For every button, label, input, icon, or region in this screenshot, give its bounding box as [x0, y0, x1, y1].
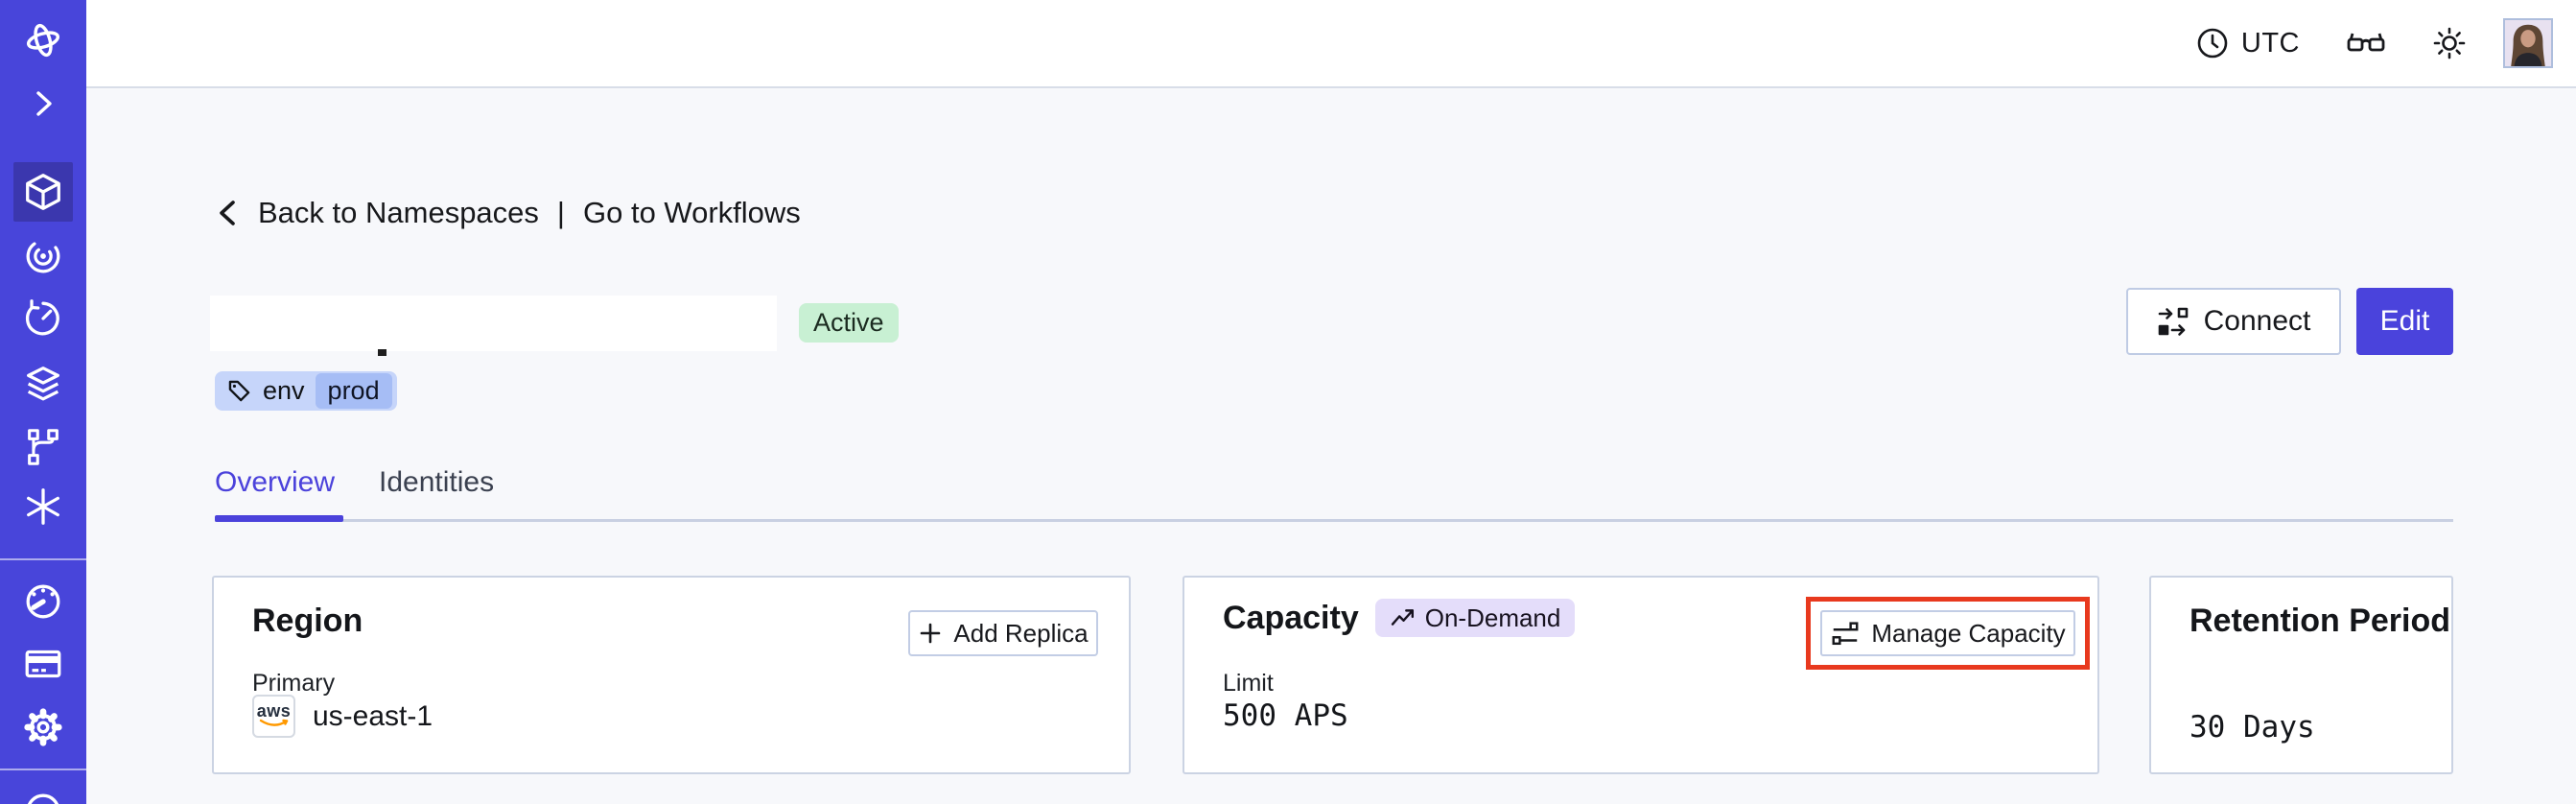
sliders-icon	[1830, 619, 1861, 648]
retention-card: Retention Period 30 Days	[2149, 576, 2453, 774]
retention-card-title: Retention Period	[2190, 603, 2451, 639]
red-highlight-annotation: Manage Capacity	[1806, 597, 2090, 670]
region-value: us-east-1	[313, 699, 433, 732]
user-avatar[interactable]	[2503, 18, 2553, 68]
batch-operations-icon[interactable]	[21, 485, 65, 529]
add-replica-label: Add Replica	[953, 618, 1089, 648]
timezone-selector[interactable]: UTC	[2196, 27, 2300, 59]
tabs: Overview Identities	[215, 466, 494, 507]
breadcrumb-separator: |	[556, 196, 565, 229]
breadcrumb: Back to Namespaces | Go to Workflows	[215, 191, 801, 235]
tag-icon	[226, 378, 252, 404]
region-card: Region Add Replica Primary aws	[212, 576, 1131, 774]
go-to-workflows-link[interactable]: Go to Workflows	[582, 196, 801, 229]
sidebar-divider	[0, 558, 86, 560]
add-replica-button[interactable]: Add Replica	[908, 610, 1098, 656]
manage-capacity-button[interactable]: Manage Capacity	[1820, 610, 2075, 656]
tabs-underline-track	[215, 519, 2453, 522]
status-badge: Active	[799, 303, 899, 343]
sidebar-divider	[0, 769, 86, 770]
topbar: UTC	[86, 0, 2576, 88]
limit-value: 500 APS	[1223, 698, 1348, 733]
limit-label: Limit	[1223, 670, 1274, 697]
connect-icon	[2157, 306, 2190, 337]
region-value-row: aws us-east-1	[252, 695, 433, 738]
capacity-card-title: Capacity	[1223, 599, 1359, 636]
settings-icon[interactable]	[21, 705, 65, 749]
header-actions: Connect Edit	[2126, 288, 2453, 355]
tabs-active-underline	[215, 515, 343, 522]
timezone-label: UTC	[2240, 27, 2300, 59]
aws-word: aws	[256, 701, 292, 721]
temporal-logo-icon[interactable]	[21, 18, 65, 62]
expand-sidebar-icon[interactable]	[25, 85, 61, 122]
ondemand-badge-label: On-Demand	[1424, 603, 1561, 632]
plus-icon	[918, 621, 943, 646]
capacity-card: Capacity On-Demand	[1183, 576, 2099, 774]
clock-icon	[2196, 27, 2229, 59]
tab-identities[interactable]: Identities	[379, 466, 495, 498]
main-content: Back to Namespaces | Go to Workflows Act…	[86, 90, 2576, 804]
retention-value: 30 Days	[2190, 710, 2315, 745]
redaction-artifact	[378, 349, 386, 356]
manage-capacity-label: Manage Capacity	[1871, 618, 2066, 648]
chevron-left-icon[interactable]	[215, 198, 242, 228]
trending-up-icon	[1390, 606, 1417, 629]
theme-toggle-sun-icon[interactable]	[2432, 26, 2467, 60]
back-to-namespaces-link[interactable]: Back to Namespaces	[258, 196, 539, 229]
edit-button[interactable]: Edit	[2356, 288, 2453, 355]
deployments-icon[interactable]	[21, 362, 65, 406]
namespaces-icon[interactable]	[21, 170, 65, 214]
sidebar	[0, 0, 86, 804]
capacity-title-row: Capacity On-Demand	[1223, 599, 1576, 637]
aws-logo-icon: aws	[252, 695, 295, 738]
namespace-title-redaction	[210, 296, 777, 351]
namespace-tag-chip: env prod	[215, 371, 397, 411]
workflows-icon[interactable]	[21, 234, 65, 278]
nexus-icon[interactable]	[21, 425, 65, 469]
tag-value: prod	[315, 373, 392, 409]
billing-icon[interactable]	[21, 642, 65, 686]
primary-label: Primary	[252, 670, 336, 697]
account-icon-partial[interactable]	[21, 789, 65, 804]
usage-icon[interactable]	[21, 579, 65, 624]
ondemand-badge: On-Demand	[1374, 599, 1576, 637]
connect-button[interactable]: Connect	[2126, 288, 2341, 355]
region-card-title: Region	[252, 603, 363, 639]
schedules-icon[interactable]	[21, 296, 65, 341]
tab-overview[interactable]: Overview	[215, 466, 336, 498]
connect-button-label: Connect	[2203, 305, 2311, 337]
tag-key: env	[263, 376, 305, 405]
glasses-icon[interactable]	[2345, 27, 2387, 59]
